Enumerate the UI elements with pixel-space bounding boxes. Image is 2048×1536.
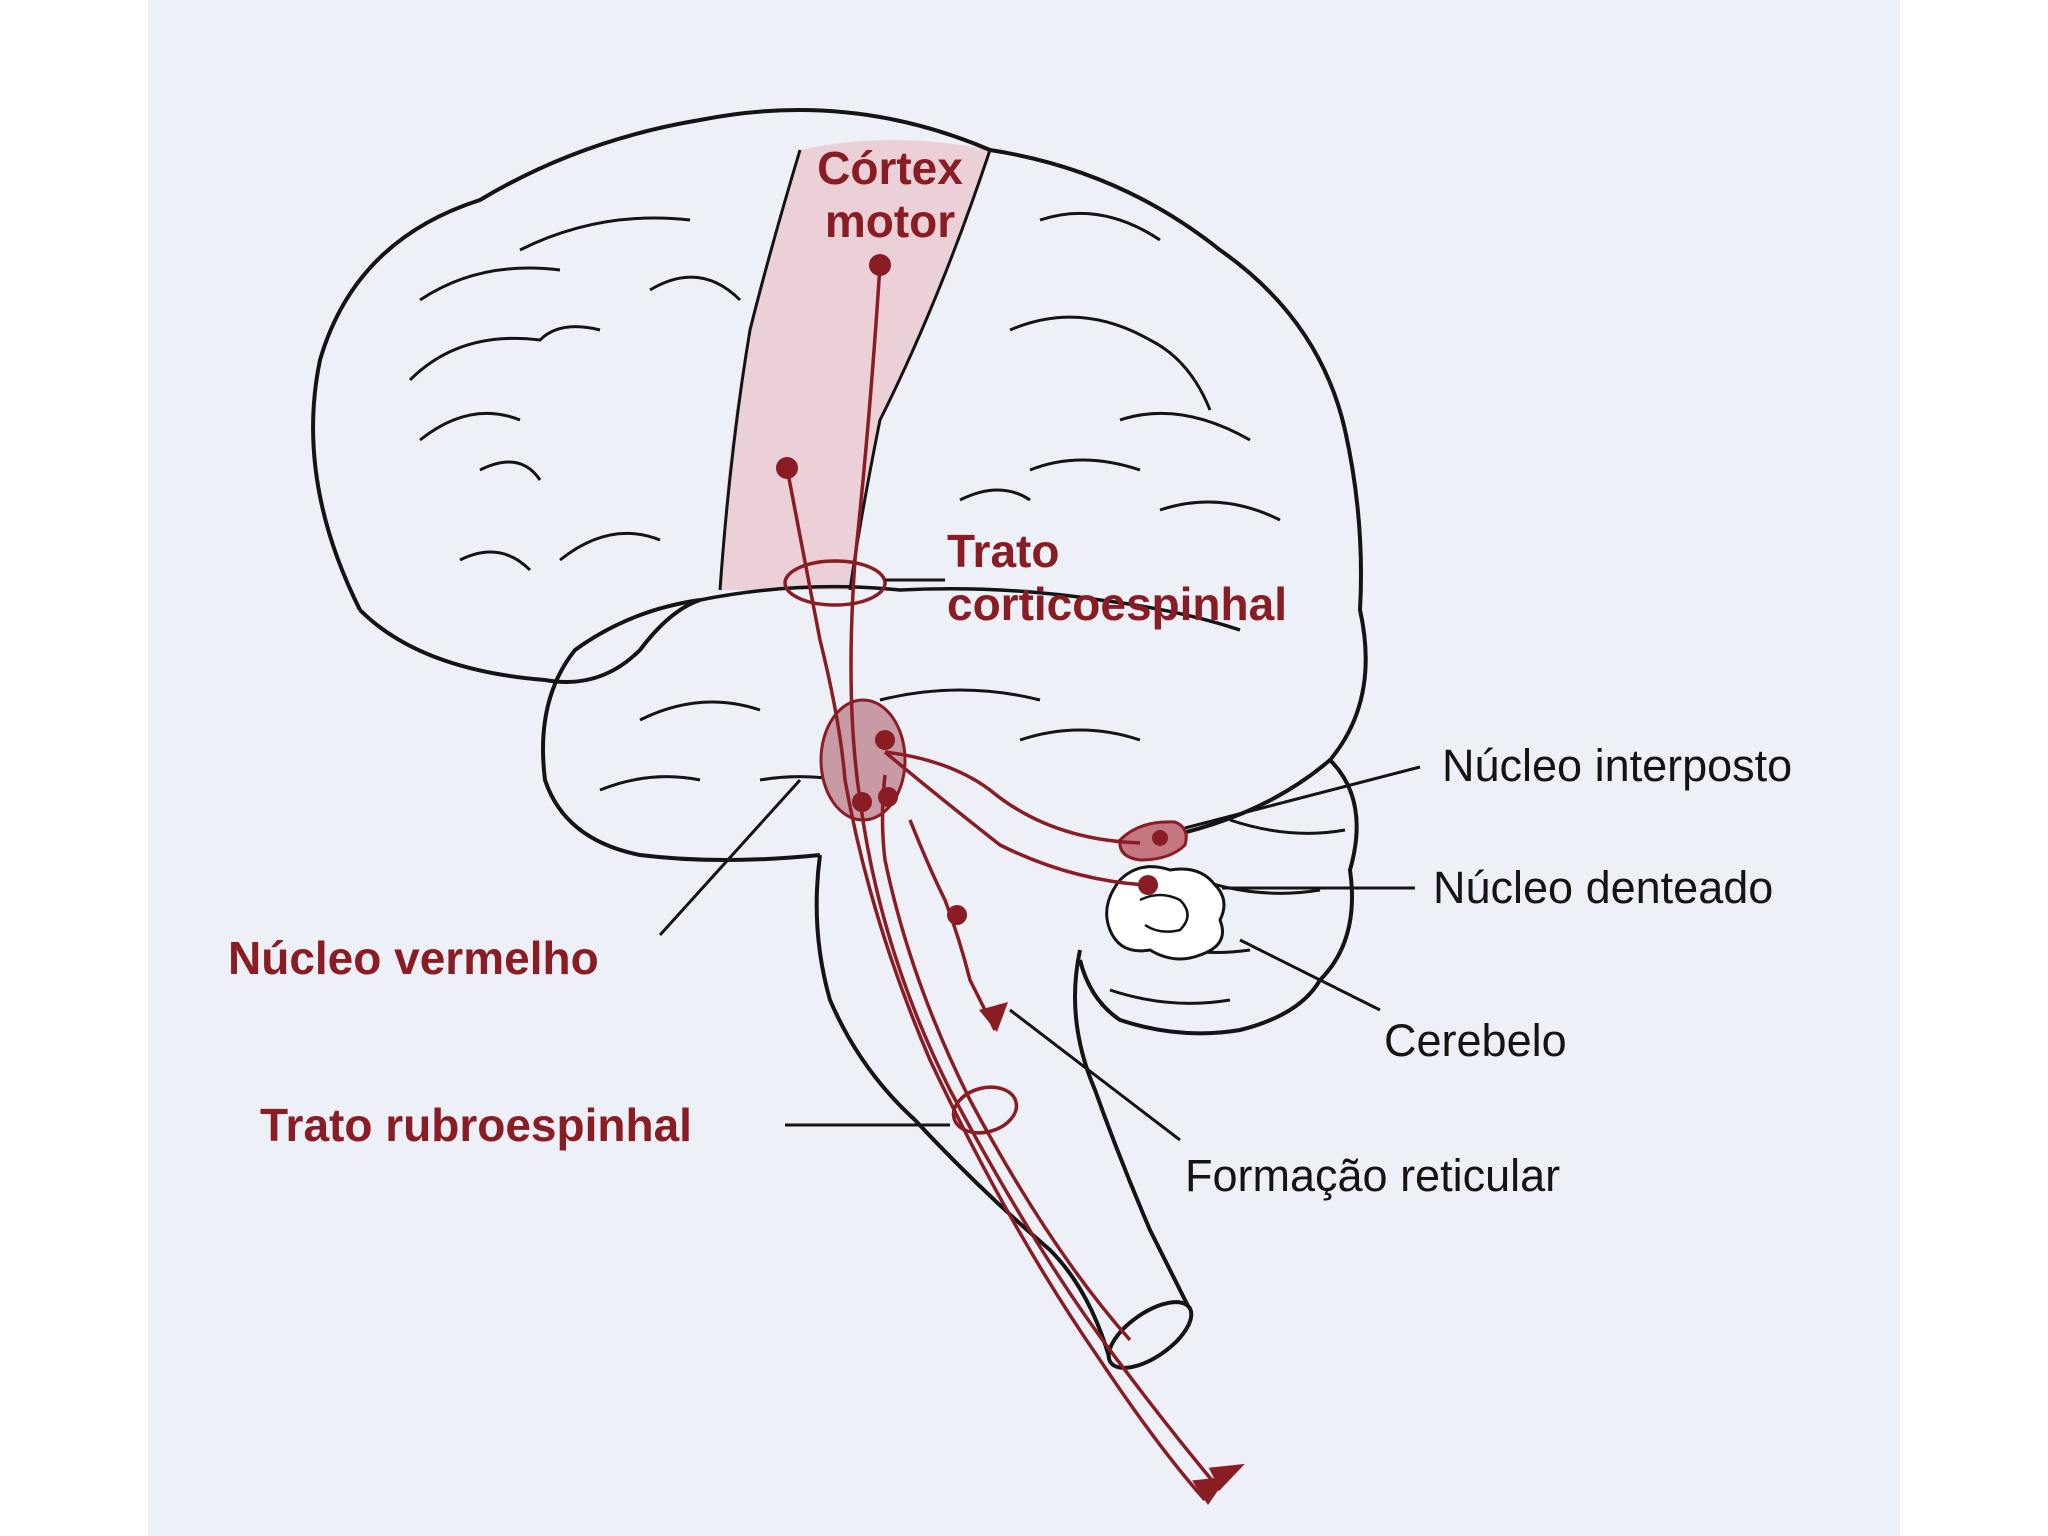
- label-corticospinal-tract: Trato corticoespinhal: [947, 525, 1287, 630]
- label-dentate-nucleus: Núcleo denteado: [1433, 862, 1774, 913]
- label-rubrospinal-tract: Trato rubroespinhal: [260, 1099, 692, 1151]
- cerebrum-outline: [311, 108, 1368, 842]
- red-nucleus-neuron-2: [852, 792, 872, 812]
- dentate-nucleus-inner: [1139, 893, 1189, 933]
- spinal-cord-cut-end: [1106, 1300, 1194, 1370]
- label-interposed-nucleus: Núcleo interposto: [1442, 740, 1793, 791]
- label-red-nucleus: Núcleo vermelho: [228, 932, 599, 984]
- figure-panel: [148, 0, 1900, 1536]
- leader-cerebellum: [1239, 938, 1381, 1012]
- neuron-bodies: [776, 254, 1158, 925]
- leader-lines: [658, 578, 1421, 1142]
- dentate-nucleus-neuron: [1138, 875, 1158, 895]
- pathway-fibers: [785, 264, 1222, 1502]
- label-reticular-formation: Formação reticular: [1185, 1150, 1561, 1201]
- brainstem-outline-front: [1073, 949, 1192, 1311]
- leader-red-nucleus: [658, 778, 802, 937]
- leader-reticular: [1009, 1008, 1181, 1142]
- label-cerebellum: Cerebelo: [1384, 1015, 1567, 1066]
- motor-cortex-neuron-2: [776, 457, 798, 479]
- sylvian-fissure: [699, 584, 1241, 632]
- precentral-sulcus: [718, 149, 802, 591]
- cerebrum-lower-edge: [358, 598, 701, 684]
- cerebellum-outline: [1078, 758, 1359, 1036]
- rubrospinal-tract-ring: [951, 1085, 1019, 1135]
- leader-interposed: [1184, 765, 1421, 830]
- red-nucleus-neuron-1: [875, 730, 895, 750]
- reticular-formation-neuron: [947, 905, 967, 925]
- label-motor-cortex: Córtex motor: [817, 142, 963, 247]
- red-nucleus-neuron-3: [878, 787, 898, 807]
- dentate-nucleus-shape: [1105, 865, 1226, 961]
- arrowheads: [979, 1002, 1245, 1505]
- temporal-lobe-outline: [541, 598, 821, 862]
- corticospinal-tract-ring: [783, 559, 887, 607]
- motor-cortex-neuron-1: [869, 254, 891, 276]
- interposed-nucleus-neuron: [1152, 830, 1168, 846]
- gyri-lines: [408, 211, 1281, 792]
- brainstem-outline: [814, 854, 1112, 1361]
